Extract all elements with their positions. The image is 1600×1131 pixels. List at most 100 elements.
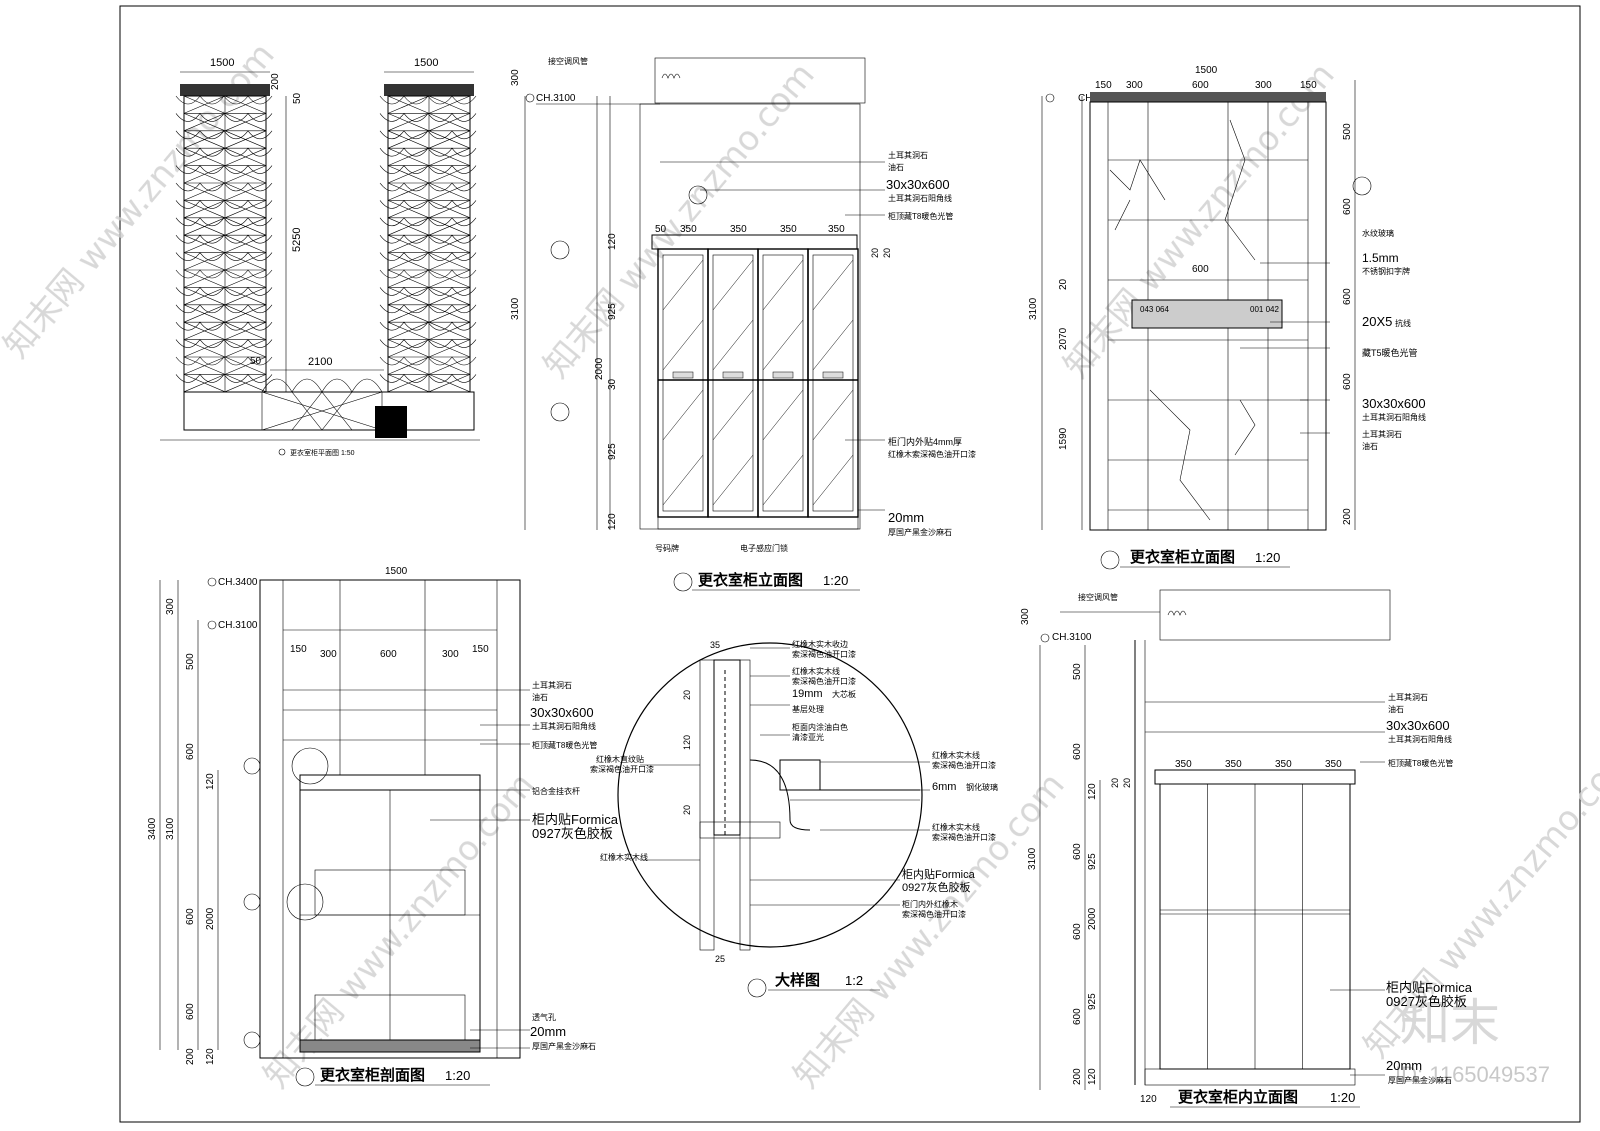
note-alu-hang: 铝合金挂衣杆 bbox=[532, 786, 580, 796]
note-formica-sub: 0927灰色胶板 bbox=[1386, 994, 1467, 1009]
dim-200: 200 bbox=[1342, 508, 1353, 525]
note-30x30-b: 30x30x600 bbox=[1362, 396, 1426, 411]
note-ac-pipe: 接空调风管 bbox=[548, 56, 588, 66]
dim-150: 150 bbox=[1095, 80, 1112, 91]
watermark-text: 知末网 www.znzmo.com bbox=[1056, 55, 1342, 386]
scale-inner-elevation: 1:20 bbox=[1330, 1090, 1355, 1105]
inner-cabinet-grid bbox=[1160, 784, 1350, 1069]
dim-200: 200 bbox=[1072, 1068, 1083, 1085]
title-detail: 大样图 bbox=[775, 971, 820, 989]
note-door-finish: 红橡木索深褐色油开口漆 bbox=[888, 449, 976, 459]
dim-25: 25 bbox=[715, 954, 725, 964]
dim-925: 925 bbox=[1087, 853, 1098, 870]
note-30x30: 30x30x600 bbox=[886, 177, 950, 192]
note-d-finish: 索深褐色油开口漆 bbox=[932, 832, 996, 842]
dim-20: 20 bbox=[1058, 278, 1069, 290]
title-section: 更衣室柜剖面图 bbox=[320, 1066, 425, 1084]
dim-500: 500 bbox=[1342, 123, 1353, 140]
scale-section: 1:20 bbox=[445, 1068, 470, 1083]
title-elev-a: 更衣室柜立面图 bbox=[698, 571, 803, 589]
note-vent: 透气孔 bbox=[532, 1012, 556, 1022]
dim-3100: 3100 bbox=[165, 817, 176, 840]
section-top-box bbox=[299, 774, 481, 791]
dim-600: 600 bbox=[1072, 743, 1083, 760]
note-stone: 土耳其洞石 bbox=[1388, 692, 1428, 702]
note-20x5-sub: 抗线 bbox=[1395, 318, 1411, 328]
dim-600: 600 bbox=[380, 649, 397, 660]
note-d-finish: 索深褐色油开口漆 bbox=[932, 760, 996, 770]
dim-1500: 1500 bbox=[414, 57, 438, 69]
dim-150: 150 bbox=[1300, 80, 1317, 91]
watermark-text: 知末网 www.znzmo.com bbox=[786, 765, 1072, 1096]
dim-600: 600 bbox=[1342, 288, 1353, 305]
dim-3400: 3400 bbox=[147, 817, 158, 840]
elev-b-ceiling bbox=[1090, 92, 1326, 102]
dim-120: 120 bbox=[205, 1048, 216, 1065]
note-20mm: 20mm bbox=[888, 510, 924, 525]
sheet-border bbox=[119, 5, 1581, 1123]
dim-350: 350 bbox=[680, 224, 697, 235]
ceiling-height-mark: CH.3100 bbox=[218, 620, 258, 631]
dim-50: 50 bbox=[292, 92, 303, 104]
plate-number-right: 001 042 bbox=[1250, 305, 1279, 314]
note-d-6mm-sub: 钢化玻璃 bbox=[966, 782, 998, 792]
note-oil-stone: 油石 bbox=[532, 692, 548, 702]
note-d-19mm-sub: 大芯板 bbox=[832, 689, 856, 699]
plan-title: 更衣室柜平面图 1:50 bbox=[290, 448, 355, 457]
note-20x5: 20X5 bbox=[1362, 314, 1392, 329]
dim-20: 20 bbox=[1122, 778, 1132, 788]
note-number-plate: 号码牌 bbox=[655, 543, 679, 553]
note-d-door-sub: 索深褐色油开口漆 bbox=[902, 909, 966, 919]
note-t8: 柜顶藏T8暖色光管 bbox=[1388, 758, 1453, 768]
note-stone-corner: 土耳其洞石阳角线 bbox=[1388, 734, 1452, 744]
dim-120: 120 bbox=[682, 735, 692, 750]
scale-elev-a: 1:20 bbox=[823, 573, 848, 588]
plate-number-left: 043 064 bbox=[1140, 305, 1169, 314]
dim-120: 120 bbox=[1087, 1068, 1098, 1085]
note-d-oak-line: 红橡木实木线 bbox=[600, 852, 648, 862]
scale-detail: 1:2 bbox=[845, 973, 863, 988]
note-d-veneer: 红橡木直纹贴 bbox=[596, 754, 644, 764]
dim-3100: 3100 bbox=[1027, 847, 1038, 870]
dim-3100: 3100 bbox=[510, 297, 521, 320]
dim-350: 350 bbox=[1275, 759, 1292, 770]
ceiling-height-mark: CH.3100 bbox=[1052, 632, 1092, 643]
dim-600: 600 bbox=[1072, 1008, 1083, 1025]
dim-120: 120 bbox=[607, 513, 618, 530]
dim-20: 20 bbox=[682, 805, 692, 815]
note-formica: 柜内贴Formica bbox=[532, 812, 619, 827]
locker-plan-view: 1500 1500 200 50 5250 2100 50 更衣室柜平面图 1:… bbox=[160, 57, 480, 457]
dim-600: 600 bbox=[1342, 198, 1353, 215]
dim-2100: 2100 bbox=[308, 356, 332, 368]
section-stone-grid bbox=[283, 580, 497, 775]
elev-b-sign-plate bbox=[1131, 299, 1283, 329]
note-formica: 柜内贴Formica bbox=[1386, 980, 1473, 995]
dim-300: 300 bbox=[1020, 608, 1031, 625]
dim-20: 20 bbox=[870, 248, 880, 258]
dim-350: 350 bbox=[828, 224, 845, 235]
watermark-text: 知末网 www.znzmo.com bbox=[536, 55, 822, 386]
dim-200: 200 bbox=[270, 73, 281, 90]
dim-600: 600 bbox=[185, 1003, 196, 1020]
dim-925: 925 bbox=[607, 443, 618, 460]
dim-120: 120 bbox=[607, 233, 618, 250]
note-d-6mm: 6mm bbox=[932, 781, 956, 793]
dim-925: 925 bbox=[607, 303, 618, 320]
image-id-label: ID: 1165049537 bbox=[1395, 1062, 1550, 1087]
note-d-inner-sub: 清漆亚光 bbox=[792, 732, 824, 742]
dim-200: 200 bbox=[185, 1048, 196, 1065]
note-d-finish: 索深褐色油开口漆 bbox=[792, 649, 856, 659]
note-stone: 土耳其洞石 bbox=[532, 680, 572, 690]
dim-300: 300 bbox=[510, 69, 521, 86]
note-e-lock: 电子感应门锁 bbox=[740, 543, 788, 553]
dim-350: 350 bbox=[1325, 759, 1342, 770]
dim-600: 600 bbox=[185, 908, 196, 925]
note-d-finish: 索深褐色油开口漆 bbox=[792, 676, 856, 686]
note-30x30: 30x30x600 bbox=[1386, 718, 1450, 733]
note-1-5mm-sub: 不锈钢扣字牌 bbox=[1362, 266, 1410, 276]
note-ac-pipe: 接空调风管 bbox=[1078, 592, 1118, 602]
plan-base bbox=[183, 391, 475, 431]
dim-150: 150 bbox=[472, 644, 489, 655]
dim-1590: 1590 bbox=[1058, 427, 1069, 450]
watermark-logo: 知末 bbox=[1400, 994, 1500, 1052]
